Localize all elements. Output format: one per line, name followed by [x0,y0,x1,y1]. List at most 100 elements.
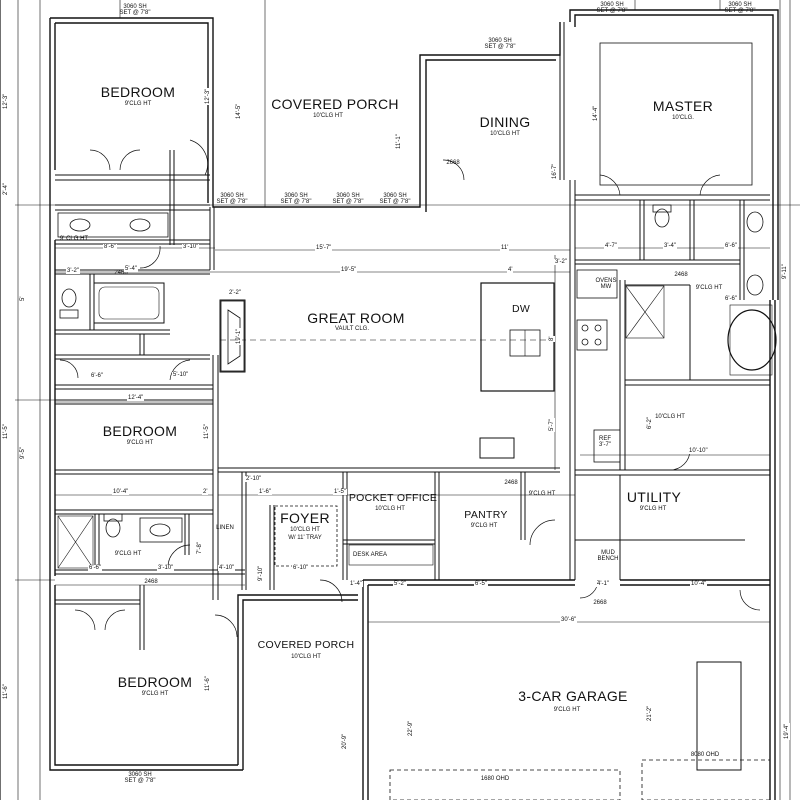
dim-8: 8' [549,335,555,342]
room-note-covered-porch-rear: 10'CLG HT [313,113,343,119]
dim-3-10b: 3'-10" [157,565,175,571]
label-ovens-mw: OVENS MW [595,278,617,290]
room-name-garage: 3-CAR GARAGE [518,688,628,704]
dim-5-4: 5'-4" [124,266,138,272]
dim-6-6b: 6'-6" [724,296,738,302]
fireplace-firebox [227,309,241,365]
bath-sinks [57,211,764,543]
dim-11-5-inner: 11'-5" [204,423,210,440]
label-clg-9-bath-lower: 9'CLG HT [114,551,142,557]
dim-1-5: 1'-5" [333,489,347,495]
dim-9-5: 9'-5" [20,446,26,460]
room-name-foyer: FOYER [280,510,330,526]
dim-2-2: 2'-2" [228,290,242,296]
dim-10-4b: 10'-4" [690,581,708,587]
toilets [59,204,672,538]
label-desk-area: DESK AREA [352,552,388,558]
room-name-covered-porch-rear: COVERED PORCH [271,96,399,112]
label-door-2468-bath: 2468 [114,270,128,276]
label-clg-9-hall: 9' CLG HT [59,236,89,242]
dim-11-6: 11'-6" [3,683,9,700]
kitchen-appliances [576,269,621,463]
label-door-2468-master: 2468 [674,272,688,278]
master-tray [599,42,753,186]
label-ref: REF 3'-7" [599,436,611,448]
dim-10-4: 10'-4" [112,489,130,495]
door-swings [59,139,761,638]
room-note-pocket-office: 10'CLG HT [375,506,405,512]
dim-1-4: 1'-4" [349,581,363,587]
label-window-master-left: 3060 SH SET @ 7'8" [596,2,628,14]
room-note-great-room: VAULT CLG. [334,326,370,332]
bathtub [93,282,165,324]
dim-11: 11' [500,245,510,251]
room-note-covered-porch-front: 10'CLG HT [291,654,321,660]
dim-19-4: 19'-4" [784,722,790,740]
room-name-dining: DINING [479,114,531,130]
dim-6-10: 6'-10" [292,565,310,571]
dim-11-1: 11'-1" [396,133,402,150]
room-note-bedroom-upper: 9'CLG HT [124,101,152,107]
label-dishwasher: DW [511,303,531,315]
dim-5-2: 5'-2" [393,581,407,587]
room-note-foyer-tray: W/ 11' TRAY [288,535,322,541]
label-window-master-right: 3060 SH SET @ 7'8" [724,2,756,14]
room-name-pocket-office: POCKET OFFICE [348,492,438,504]
dim-5-7: 5'-7" [549,418,555,432]
room-name-covered-porch-front: COVERED PORCH [257,639,355,651]
dim-8-6: 8'-6" [103,244,117,250]
room-name-pantry: PANTRY [464,509,508,521]
dim-5-10: 5'-10" [172,372,190,378]
room-note-pantry: 9'CLG HT [470,523,498,529]
room-name-bedroom-mid: BEDROOM [102,423,178,439]
dim-4-7: 4'-7" [604,243,618,249]
dim-2-10: 2'-10" [245,476,263,482]
dim-11-5: 11'-5" [3,423,9,440]
dim-22-9: 22'-9" [408,719,414,737]
dim-14-5: 14'-5" [236,102,242,120]
dim-21-2: 21'-2" [647,704,653,722]
dim-6-6d: 6'-6" [88,565,102,571]
garage-door-8080 [641,759,771,800]
label-clg-9-kitchen: 9'CLG HT [528,491,556,497]
room-name-master: MASTER [652,98,714,114]
label-door-2468-lower: 2468 [144,579,158,585]
label-garage-door-1680: 1680 OHD [480,776,510,782]
dim-6-6: 6'-6" [724,243,738,249]
dim-4-1: 4'-1" [596,581,610,587]
dim-10-10: 10'-10" [688,448,709,454]
dim-19-5: 19'-5" [340,267,358,273]
room-note-foyer: 10'CLG HT [290,527,320,533]
dim-12-3-inner: 12'-3" [205,87,211,105]
label-window-dining: 3060 SH SET @ 7'8" [484,38,516,50]
dim-7-8: 7'-8" [197,541,203,555]
label-clg-9-master-bath: 9'CLG HT [695,285,723,291]
dim-2: 2' [202,489,209,495]
dim-6-5: 6'-5" [474,581,488,587]
garage-door-1680 [389,769,621,800]
dim-6-2: 6'-2" [647,416,653,430]
dim-15-7: 15'-7" [315,245,333,251]
room-note-master: 10'CLG. [672,115,694,121]
label-mud-bench: MUD BENCH [597,550,619,562]
exterior-walls [49,9,779,800]
room-note-bedroom-lower: 9'CLG HT [141,691,169,697]
showers [57,285,665,569]
dim-4-10: 4'-10" [218,565,236,571]
dim-19-1: 19'-1" [236,327,242,345]
label-window-top-left: 3060 SH SET @ 7'8" [119,4,151,16]
dim-12-3: 12'-3" [3,92,9,110]
dim-2-4: 2'-4" [3,182,9,196]
room-name-utility: UTILITY [626,489,682,505]
dim-14-4: 14'-4" [593,104,599,122]
room-note-garage: 9'CLG HT [553,707,581,713]
dim-5: 5' [20,295,26,302]
label-window-porch-4: 3060 SH SET @ 7'8" [379,193,411,205]
dim-20-9: 20'-9" [342,732,348,750]
dim-3-2b: 3'-2" [554,259,568,265]
dim-3-10: 3'-10" [182,244,200,250]
label-door-2668-dining: 2668 [446,160,460,166]
